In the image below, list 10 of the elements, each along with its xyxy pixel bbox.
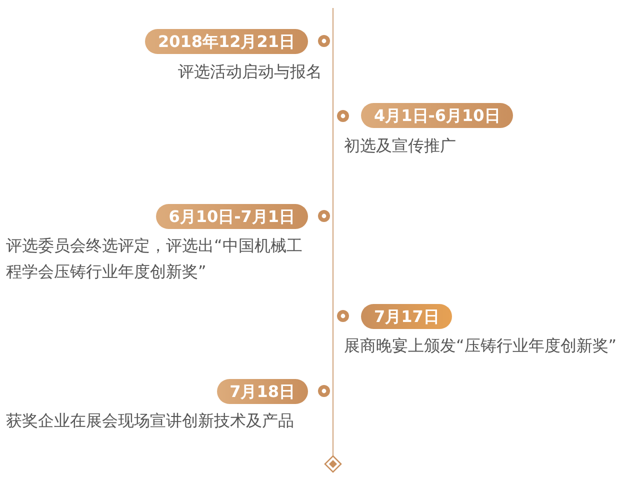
event-description: 评选委员会终选评定，评选出“中国机械工程学会压铸行业年度创新奖” <box>6 235 304 283</box>
date-pill: 4月1日-6月10日 <box>361 103 514 128</box>
event-description: 获奖企业在展会现场宣讲创新技术及产品 <box>6 410 295 432</box>
date-pill: 6月10日-7月1日 <box>156 204 308 229</box>
event-description: 展商晚宴上颁发“压铸行业年度创新奖” <box>344 335 618 357</box>
event-description: 评选活动启动与报名 <box>177 61 322 83</box>
date-pill: 7月17日 <box>361 304 452 329</box>
date-pill: 2018年12月21日 <box>144 29 308 54</box>
event-description: 初选及宣传推广 <box>344 135 457 157</box>
date-pill: 7月18日 <box>216 379 308 404</box>
